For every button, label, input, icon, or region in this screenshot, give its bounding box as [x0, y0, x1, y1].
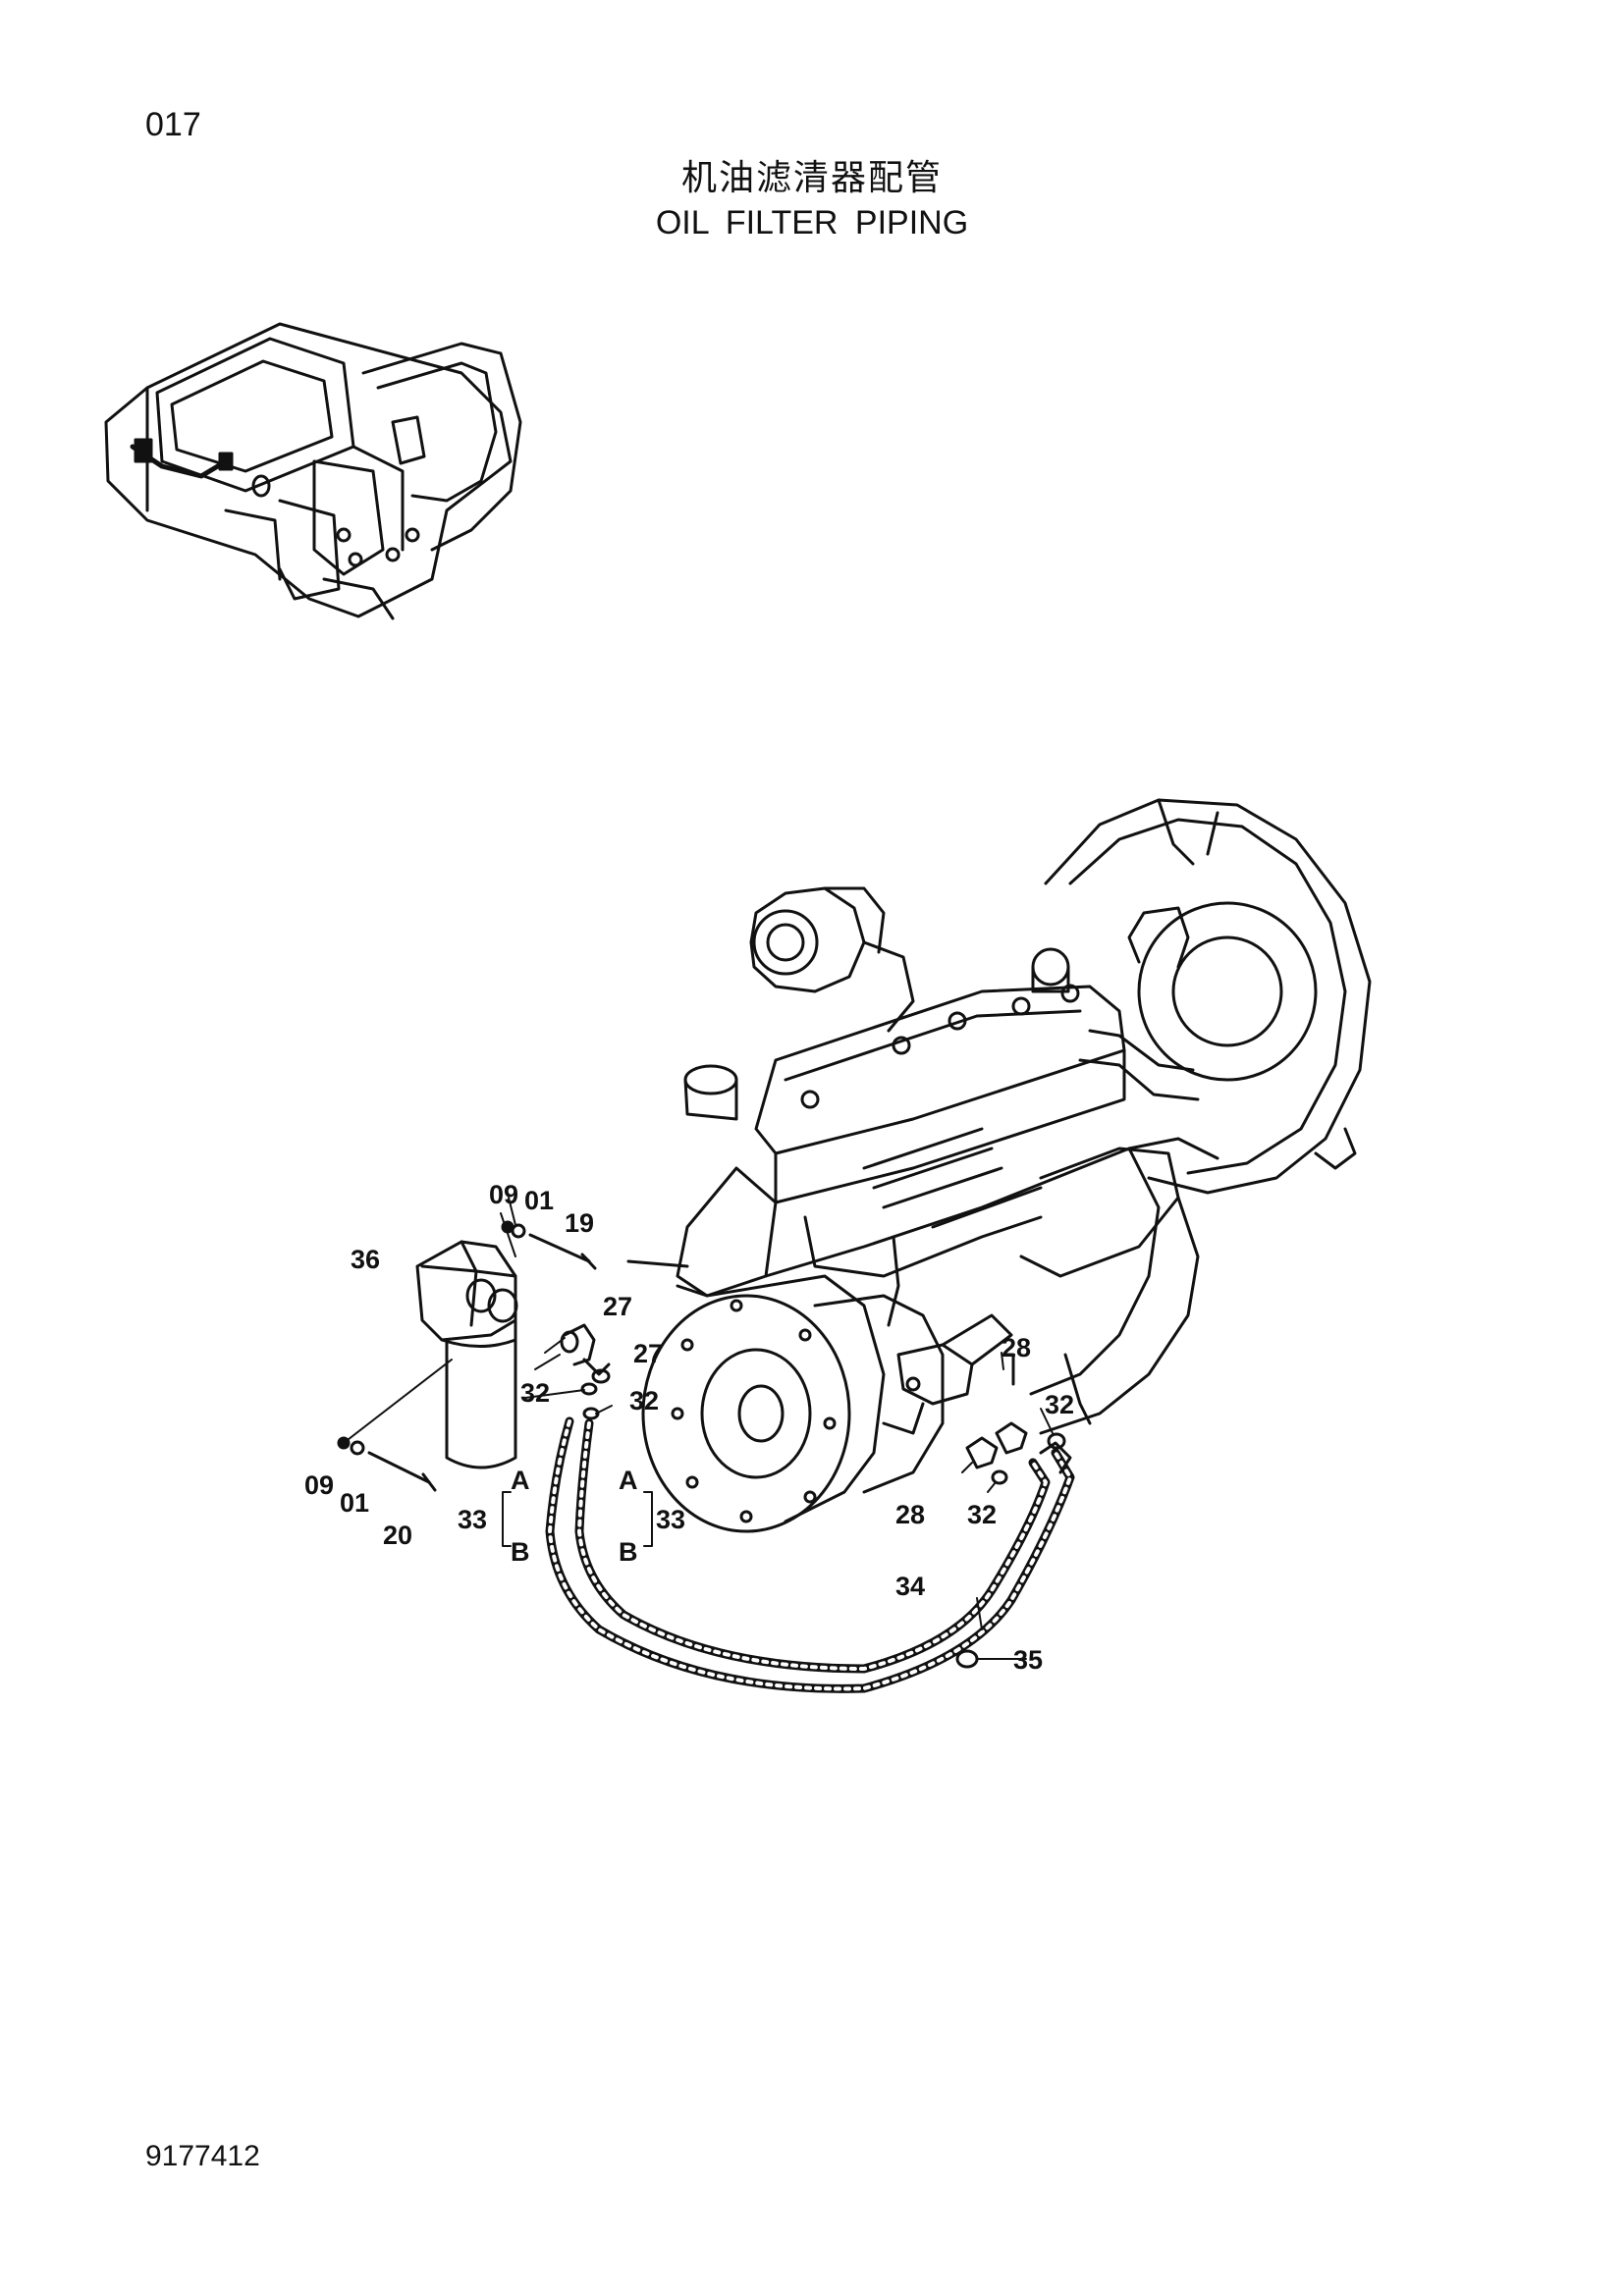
callout-20: 20: [383, 1521, 412, 1550]
callout-33-right: 33: [656, 1505, 685, 1534]
bolt-19: [501, 1220, 597, 1270]
callout-19: 19: [565, 1208, 594, 1238]
callout-09-lower: 09: [304, 1470, 334, 1500]
document-code: 9177412: [145, 2140, 260, 2172]
callout-32-left: 32: [520, 1378, 550, 1408]
callout-A-right: A: [619, 1466, 638, 1495]
callout-01-lower: 01: [340, 1488, 369, 1518]
adapters: [965, 1353, 1066, 1485]
title-chinese: 机油滤清器配管: [680, 158, 943, 198]
oil-hoses: [545, 1416, 1075, 1693]
callout-A-left: A: [511, 1466, 530, 1495]
page-number: 017: [145, 106, 201, 143]
callout-27-upper: 27: [603, 1292, 632, 1321]
title-english: OIL FILTER PIPING: [655, 204, 969, 241]
callout-32-lower: 32: [967, 1500, 997, 1529]
callout-leaders: [508, 1197, 1054, 1660]
machine-locator-sketch: [104, 322, 522, 620]
callout-B-left: B: [511, 1537, 530, 1567]
callout-09-upper: 09: [489, 1180, 518, 1209]
callout-32-middle: 32: [629, 1386, 659, 1415]
callout-27-lower: 27: [633, 1339, 663, 1368]
callout-28-upper: 28: [1001, 1333, 1031, 1362]
callout-28-lower: 28: [895, 1500, 925, 1529]
callout-36: 36: [351, 1245, 380, 1274]
callout-35: 35: [1013, 1645, 1043, 1675]
callout-32-right: 32: [1045, 1390, 1074, 1419]
engine-drawing: [626, 798, 1372, 1533]
callout-B-right: B: [619, 1537, 638, 1567]
callout-33-left: 33: [458, 1505, 487, 1534]
hose-33-brackets: [502, 1491, 653, 1547]
oil-filter-assembly: [343, 1212, 518, 1469]
callout-labels: 09 01 19 36 27 27 32 32 28 32 28 32 09 0…: [304, 1180, 1074, 1675]
callout-34: 34: [895, 1572, 925, 1601]
elbow-fittings: [560, 1323, 611, 1420]
bolt-20: [337, 1436, 437, 1492]
callout-01-upper: 01: [524, 1186, 554, 1215]
